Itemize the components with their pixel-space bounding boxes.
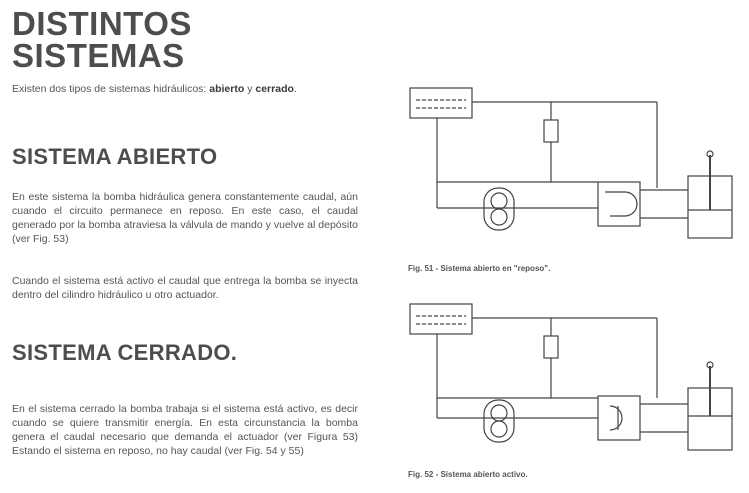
right-column: Fig. 51 - Sistema abierto en "reposo". xyxy=(400,0,749,493)
intro-abierto: abierto xyxy=(209,83,245,95)
paragraph-abierto-1: En este sistema la bomba hidráulica gene… xyxy=(12,191,358,245)
title-line-2: SISTEMAS xyxy=(12,37,185,74)
caption-fig-52: Fig. 52 - Sistema abierto activo. xyxy=(408,470,528,479)
caption-fig-51: Fig. 51 - Sistema abierto en "reposo". xyxy=(408,264,551,273)
figure-52-diagram xyxy=(409,303,733,451)
tank-icon xyxy=(409,303,473,335)
intro-end: . xyxy=(293,83,297,95)
tank-icon xyxy=(409,87,473,119)
pump-icon xyxy=(483,187,515,231)
title-line-1: DISTINTOS xyxy=(12,5,192,42)
paragraph-cerrado: En el sistema cerrado la bomba trabaja s… xyxy=(12,403,358,457)
intro-y: y xyxy=(244,83,256,95)
heading-sistema-abierto: SISTEMA ABIERTO xyxy=(12,144,218,169)
intro-cerrado: cerrado xyxy=(255,83,294,95)
intro-text: Existen dos tipos de sistemas hidráulico… xyxy=(12,83,210,95)
left-column: DISTINTOS SISTEMAS Existen dos tipos de … xyxy=(12,0,358,457)
heading-sistema-cerrado: SISTEMA CERRADO. xyxy=(12,340,238,365)
relief-valve-icon xyxy=(543,335,559,359)
control-valve-icon xyxy=(597,181,641,227)
figure-51-diagram xyxy=(409,87,733,239)
paragraph-abierto-2: Cuando el sistema está activo el caudal … xyxy=(12,275,358,301)
page-title: DISTINTOS SISTEMAS xyxy=(12,5,358,74)
pump-icon xyxy=(483,399,515,443)
control-valve-icon xyxy=(597,395,641,441)
intro-paragraph: Existen dos tipos de sistemas hidráulico… xyxy=(12,82,358,96)
relief-valve-icon xyxy=(543,119,559,143)
